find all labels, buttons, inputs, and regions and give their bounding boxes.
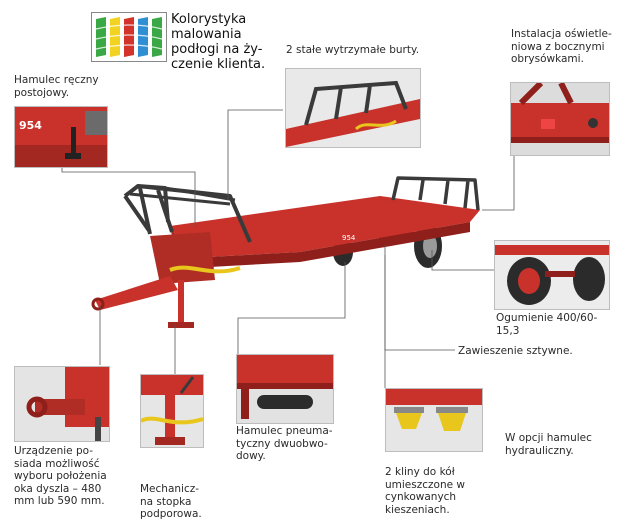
wedges-photo	[385, 388, 483, 452]
label-handbrake: Hamulec ręczny postojowy.	[14, 74, 99, 99]
color-swatch-icon	[91, 12, 167, 62]
trailer-deck	[170, 196, 480, 258]
deck-marking: 954	[342, 234, 356, 242]
sides-photo	[285, 68, 421, 148]
rear-rails	[391, 176, 480, 211]
drawbar-photo	[14, 366, 110, 442]
label-color: Kolorystyka malowania podłogi na ży- cze…	[171, 12, 266, 72]
label-wedges: 2 kliny do kół umieszczone w cynkowanych…	[385, 466, 465, 516]
airbrake-photo	[236, 354, 334, 424]
label-airbrake: Hamulec pneuma- tyczny dwuobwo- dowy.	[236, 425, 333, 462]
stand-photo	[140, 374, 204, 448]
support-stand	[178, 280, 184, 324]
tyres-photo	[494, 240, 610, 310]
label-lights: Instalacja oświetle- niowa z bocznymi ob…	[511, 28, 612, 65]
label-drawbar: Urządzenie po- siada możliwość wyboru po…	[14, 445, 107, 507]
drawbar	[95, 276, 178, 310]
lights-photo	[510, 82, 610, 156]
label-sides: 2 stałe wytrzymałe burty.	[286, 44, 420, 56]
label-suspension: Zawieszenie sztywne.	[458, 345, 573, 357]
label-stand: Mechanicz- na stopka podporowa.	[140, 483, 202, 520]
handbrake-photo: 954	[14, 106, 108, 168]
label-tyres: Ogumienie 400/60- 15,3	[496, 312, 598, 337]
svg-text:954: 954	[19, 119, 42, 132]
label-hydraulic: W opcji hamulec hydrauliczny.	[505, 432, 592, 457]
